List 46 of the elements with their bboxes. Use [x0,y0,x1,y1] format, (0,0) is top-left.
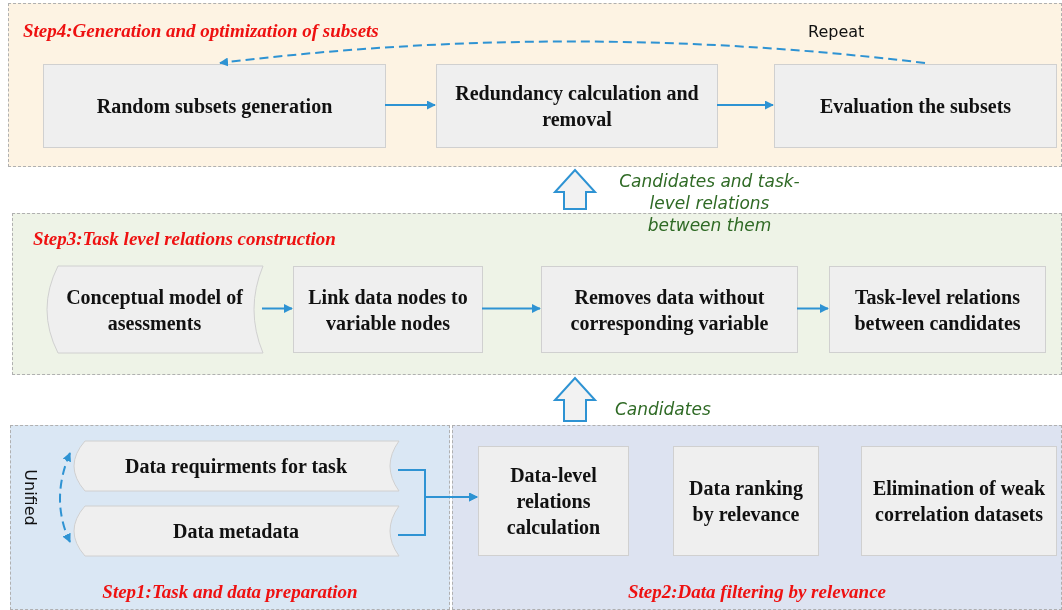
edge-label: Unified [20,469,40,526]
box-text: Removes data without corresponding variable [569,284,770,336]
box-text: Data-level relations calculation [505,463,602,540]
box-text: Link data nodes to variable nodes [307,284,469,336]
process-box [293,266,483,353]
arrow [219,40,926,67]
arrow [384,100,436,110]
box-text: Random subsets generation [95,94,334,119]
arrow [59,452,72,543]
step-panel [8,3,1062,167]
step-title: Step3:Task level relations construction [33,228,336,250]
arrow [261,304,293,313]
block-arrow [552,168,598,210]
process-box [861,446,1057,556]
edge-label: Candidates [615,398,711,421]
arrow [796,304,829,313]
step-panel [452,425,1062,610]
process-box [436,64,718,148]
edge-label: Candidates and task-level relations between them [618,170,801,237]
curved-box [73,441,399,491]
curved-box [46,266,263,353]
box-text: Task-level relations between candidates [853,284,1022,336]
arrow [481,304,541,313]
box-text: Redundancy calculation and removal [454,81,700,132]
box-text: Data metadata [171,519,301,544]
process-box [541,266,798,353]
arrow [716,100,774,110]
process-box [478,446,629,556]
box-text: Elimination of weak correlation datasets [871,476,1047,527]
process-box [829,266,1046,353]
step-title: Step4:Generation and optimization of subsets [23,20,379,42]
step-title: Step1:Task and data preparation [101,581,359,603]
process-box [673,446,819,556]
box-text: Data requirments for task [124,454,348,479]
step-title: Step2:Data filtering by relevance [627,581,887,603]
process-box [774,64,1057,148]
arrow [397,492,478,536]
box-text: Evaluation the subsets [818,94,1013,119]
edge-label: Repeat [808,22,865,41]
step-panel [10,425,450,610]
box-text: Data ranking by relevance [688,476,804,527]
step-panel [12,213,1062,375]
block-arrow [552,376,598,422]
process-box [43,64,386,148]
box-text: Conceptual model of asessments [65,284,244,336]
curved-box [73,506,399,556]
